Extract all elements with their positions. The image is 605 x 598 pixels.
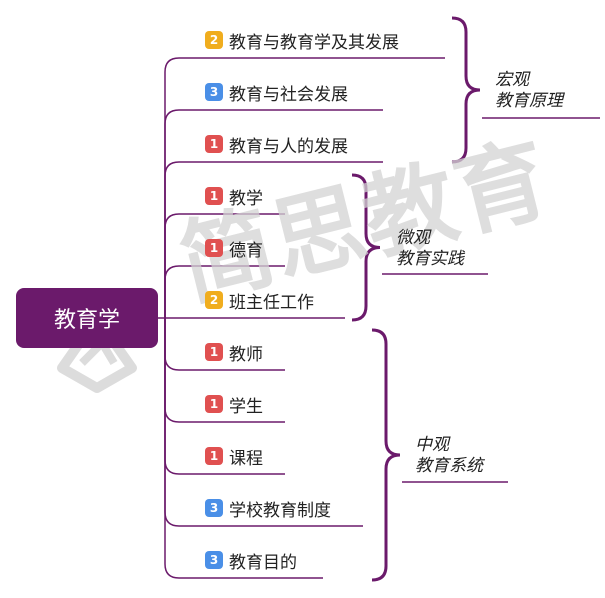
branch-connector xyxy=(164,213,285,318)
group-label-line2: 教育系统 xyxy=(415,456,483,476)
branch-node[interactable]: 1 德育 xyxy=(205,234,263,262)
priority-badge: 1 xyxy=(205,447,223,465)
branch-label: 教育目的 xyxy=(229,552,297,573)
branch-connector xyxy=(164,265,285,318)
branch-node[interactable]: 3 教育与社会发展 xyxy=(205,78,348,106)
priority-badge: 1 xyxy=(205,343,223,361)
branch-node[interactable]: 3 教育目的 xyxy=(205,546,297,574)
group-label-line1: 微观 xyxy=(396,228,430,248)
branch-connector xyxy=(164,161,383,318)
branch-node[interactable]: 2 教育与教育学及其发展 xyxy=(205,26,399,54)
priority-badge: 3 xyxy=(205,83,223,101)
branch-connector xyxy=(164,318,323,579)
branch-connector xyxy=(164,109,383,318)
priority-badge: 1 xyxy=(205,395,223,413)
branch-label: 学校教育制度 xyxy=(229,500,331,521)
branch-node[interactable]: 3 学校教育制度 xyxy=(205,494,331,522)
branch-node[interactable]: 1 课程 xyxy=(205,442,263,470)
group-label-line2: 教育实践 xyxy=(396,249,464,269)
branch-node[interactable]: 1 教师 xyxy=(205,338,263,366)
group-braces xyxy=(351,16,600,582)
priority-badge: 2 xyxy=(205,31,223,49)
priority-badge: 1 xyxy=(205,135,223,153)
branch-connectors xyxy=(158,57,445,579)
branch-node[interactable]: 2 班主任工作 xyxy=(205,286,314,314)
priority-badge: 1 xyxy=(205,187,223,205)
branch-node[interactable]: 1 教育与人的发展 xyxy=(205,130,348,158)
branch-connector xyxy=(164,57,445,318)
branch-label: 教学 xyxy=(229,188,263,209)
group-label[interactable]: 微观教育实践 xyxy=(396,228,464,270)
group-label-line1: 中观 xyxy=(415,435,449,455)
branch-label: 教育与教育学及其发展 xyxy=(229,32,399,53)
group-brace xyxy=(451,16,481,164)
group-label-line1: 宏观 xyxy=(495,70,529,90)
priority-badge: 1 xyxy=(205,239,223,257)
group-label[interactable]: 中观教育系统 xyxy=(415,435,483,477)
priority-badge: 3 xyxy=(205,551,223,569)
group-brace xyxy=(371,328,401,582)
root-node[interactable]: 教育学 xyxy=(16,288,158,348)
branch-label: 教育与人的发展 xyxy=(229,136,348,157)
branch-label: 教育与社会发展 xyxy=(229,84,348,105)
priority-badge: 3 xyxy=(205,499,223,517)
branch-node[interactable]: 1 教学 xyxy=(205,182,263,210)
branch-label: 教师 xyxy=(229,344,263,365)
branch-node[interactable]: 1 学生 xyxy=(205,390,263,418)
branch-label: 德育 xyxy=(229,240,263,261)
branch-label: 课程 xyxy=(229,448,263,469)
branch-label: 学生 xyxy=(229,396,263,417)
priority-badge: 2 xyxy=(205,291,223,309)
group-label-line2: 教育原理 xyxy=(495,91,563,111)
group-brace xyxy=(351,173,381,322)
branch-label: 班主任工作 xyxy=(229,292,314,313)
group-label[interactable]: 宏观教育原理 xyxy=(495,70,563,112)
